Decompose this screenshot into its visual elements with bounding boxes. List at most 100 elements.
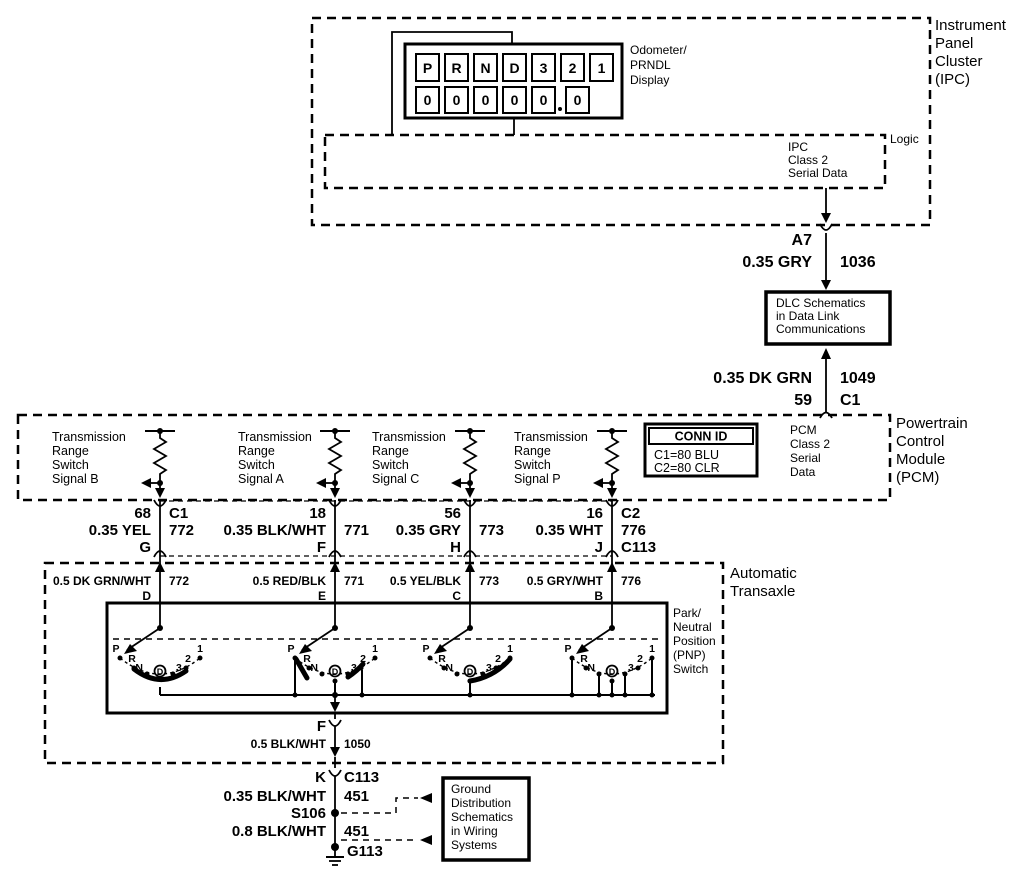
contact-dot: [117, 655, 123, 661]
wire-color-label: 0.5 GRY/WHT: [527, 574, 604, 588]
connector-cup-icon: [328, 719, 342, 727]
contact-dot: [480, 671, 486, 677]
position-label: 2: [185, 653, 191, 665]
arrow-left-icon: [593, 478, 603, 488]
pin-label: 16: [586, 505, 603, 522]
connector-cup-icon: [463, 550, 477, 558]
common-bus: [160, 692, 655, 712]
position-label: 2: [360, 653, 366, 665]
contact-arc: [571, 657, 653, 675]
prndl-display: P R N D 3 2 1 0 0 0 0 0 0: [403, 42, 687, 120]
dlc-box-line: Communications: [776, 322, 865, 336]
pnp-box: [105, 601, 669, 715]
wiper-arm: [436, 627, 471, 651]
cavity-label: J: [595, 539, 603, 556]
drive-circle-icon: [605, 664, 619, 678]
transaxle-box: [43, 561, 725, 765]
decimal-point: [558, 107, 562, 111]
position-label: 1: [372, 643, 378, 655]
signal-line: Signal A: [238, 472, 285, 486]
switch-group-2: P R N D 3 2 1: [287, 625, 378, 695]
connector-label: C2: [621, 505, 640, 522]
odometer-digit: 0: [511, 92, 519, 108]
odometer-digit: 0: [424, 92, 432, 108]
wiper-arm: [301, 627, 336, 651]
closed-contact-segment: [131, 666, 189, 682]
signal-line: Switch: [372, 458, 409, 472]
cavity-label: E: [318, 589, 326, 603]
logic-text-line: Class 2: [788, 153, 828, 167]
dlc-box-outline: [764, 290, 892, 346]
wire-column-2: 18 0.35 BLK/WHT 771 F 0.5 RED/BLK 771 E: [223, 499, 369, 628]
arrow-down-icon: [155, 488, 165, 498]
position-label: D: [467, 667, 474, 677]
conn-id-header: CONN ID: [675, 430, 728, 444]
wiper-arm: [578, 627, 613, 651]
arrow-down-icon: [330, 488, 340, 498]
position-label: R: [580, 653, 588, 665]
signal-line: Signal P: [514, 472, 561, 486]
arrow-up-icon: [607, 562, 617, 572]
ground-path: F 0.5 BLK/WHT 1050 K C113 0.35 BLK/WHT 4…: [223, 713, 531, 866]
position-label: P: [564, 643, 571, 655]
gear-cell: [589, 53, 614, 82]
arrow-up-icon: [465, 562, 475, 572]
contact-dot: [427, 655, 433, 661]
switch-group-1: P R N D 3 2 1: [112, 625, 203, 695]
ipc-title-line: Cluster: [935, 53, 983, 70]
conn-id-header-box: [648, 427, 754, 445]
contact-dot: [197, 655, 203, 661]
signal-line: Switch: [52, 458, 89, 472]
bus-dot: [467, 692, 473, 698]
wire-column-1: 68 C1 0.35 YEL 772 G 0.5 DK GRN/WHT 772 …: [53, 499, 194, 628]
connector-cup-icon: [605, 499, 619, 507]
arrow-left-icon: [451, 478, 461, 488]
wire-color-label: 0.5 DK GRN/WHT: [53, 574, 152, 588]
pcm-title-line: (PCM): [896, 469, 939, 486]
transaxle-module: Automatic Transaxle Park/ Neutral Positi…: [43, 561, 797, 765]
arrow-wiper-icon: [434, 644, 447, 654]
logic-tag: Logic: [890, 132, 919, 146]
odometer-digit: 0: [540, 92, 548, 108]
dlc-reference-box: DLC Schematics in Data Link Communicatio…: [764, 290, 892, 346]
contact-dot: [183, 665, 189, 671]
ground-ref-outline: [441, 776, 531, 862]
contact-dot: [306, 665, 312, 671]
signal-label-b: Transmission Range Switch Signal B: [52, 430, 126, 486]
odometer-cell: [502, 86, 527, 114]
contact-dot: [292, 655, 298, 661]
position-label: N: [445, 662, 453, 674]
cavity-label: C: [452, 589, 461, 603]
position-label: D: [332, 667, 339, 677]
contact-dot: [345, 671, 351, 677]
circuit-number: 451: [344, 788, 369, 805]
pcm-title-line: Control: [896, 433, 944, 450]
contact-dot: [596, 671, 602, 677]
contact-dot: [170, 671, 176, 677]
wire-color-label: 0.35 GRY: [396, 522, 461, 539]
arrow-left-icon: [316, 478, 326, 488]
gear-cell-label: R: [451, 60, 461, 76]
drive-circle-icon: [463, 664, 477, 678]
signal-line: Switch: [514, 458, 551, 472]
display-label-line: Display: [630, 73, 669, 87]
ipc-title-line: Instrument: [935, 17, 1007, 34]
cavity-label: B: [594, 589, 603, 603]
odometer-digit: 0: [574, 92, 582, 108]
gear-cell: [502, 53, 527, 82]
connector-cup-icon: [819, 411, 833, 419]
position-label: 3: [351, 662, 357, 674]
circuit-number: 772: [169, 574, 189, 588]
circuit-number: 451: [344, 823, 369, 840]
circuit-number: 771: [344, 522, 369, 539]
cavity-label: F: [317, 539, 326, 556]
odometer-cell: [473, 86, 498, 114]
bus-dot: [359, 692, 365, 698]
contact-dot: [622, 671, 628, 677]
resistor-zigzag-icon: [327, 431, 343, 483]
logic-box: [323, 133, 887, 190]
pcm-module: Powertrain Control Module (PCM) PCM Clas…: [16, 413, 968, 502]
gear-cell: [531, 53, 556, 82]
wire-color-label: 0.35 WHT: [535, 522, 603, 539]
pcm-title-line: Module: [896, 451, 945, 468]
